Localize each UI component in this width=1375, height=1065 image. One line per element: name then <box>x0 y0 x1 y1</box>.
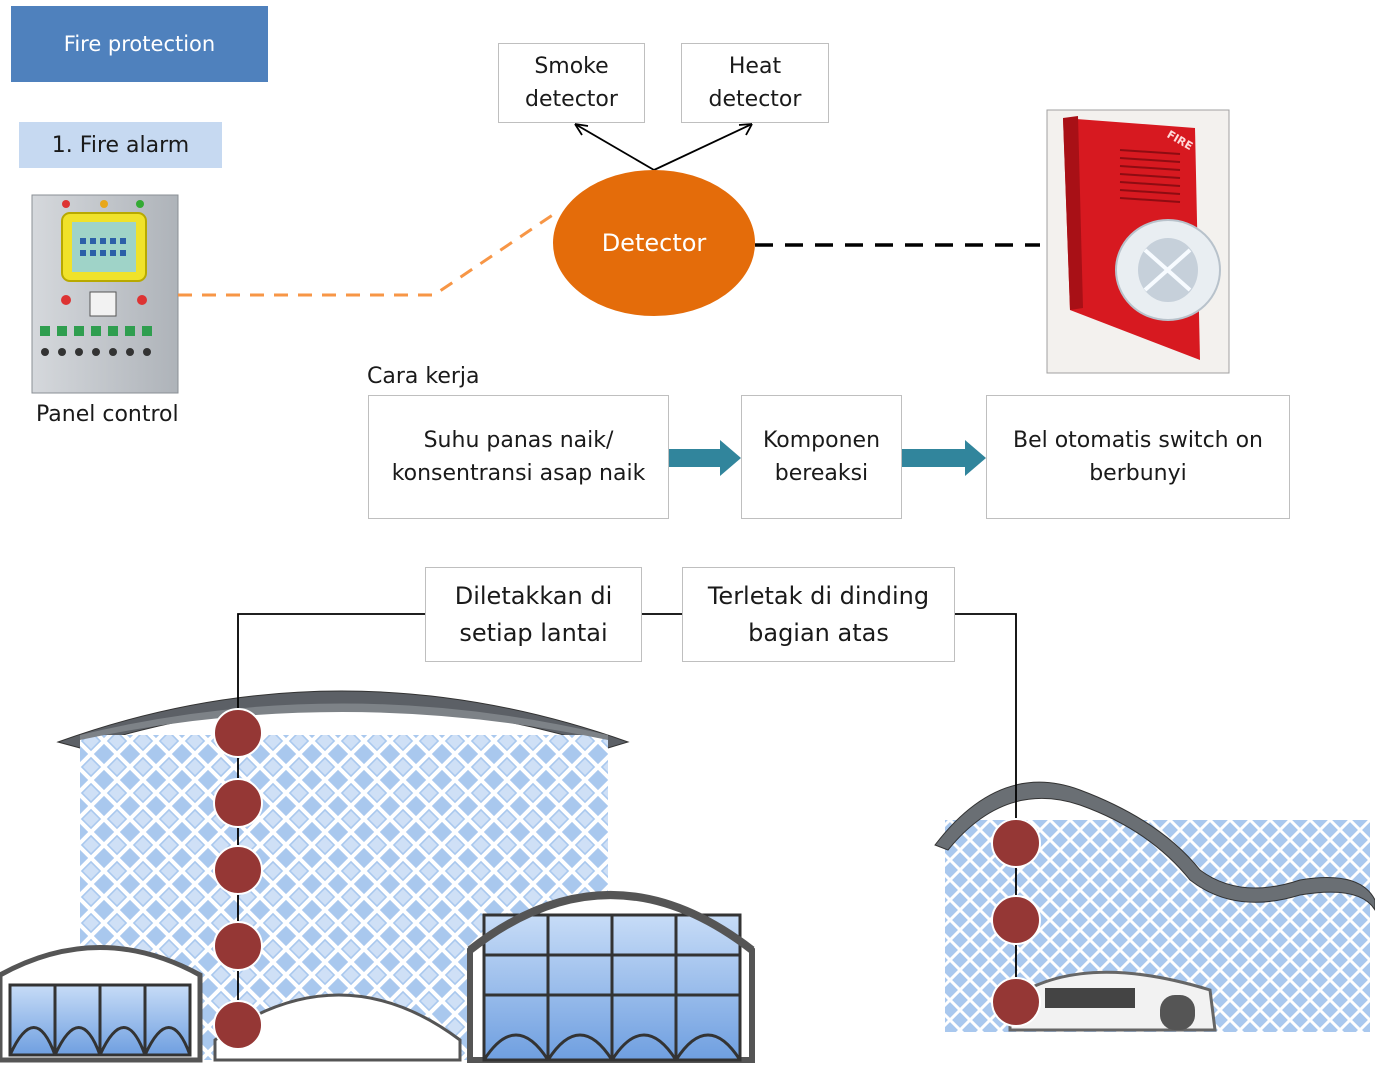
alarm-marker <box>991 818 1041 868</box>
main-building-elevation <box>0 690 755 1063</box>
panel-control-image <box>31 194 179 394</box>
alarm-marker <box>213 1000 263 1050</box>
process-step-2: Komponen bereaksi <box>741 395 902 519</box>
alarm-marker <box>991 977 1041 1027</box>
section-title: 1. Fire alarm <box>19 122 222 168</box>
process-step-label: Komponen bereaksi <box>762 428 881 486</box>
detector-node: Detector <box>553 170 755 316</box>
process-heading: Cara kerja <box>367 364 480 389</box>
process-step-label: Suhu panas naik/ konsentransi asap naik <box>391 428 646 486</box>
placement-note-floor: Diletakkan di setiap lantai <box>425 567 642 662</box>
panel-caption: Panel control <box>36 402 179 427</box>
process-step-label: Bel otomatis switch on berbunyi <box>1012 428 1263 486</box>
detector-label: Detector <box>601 229 707 257</box>
alarm-marker <box>213 778 263 828</box>
alarm-markers <box>213 708 1041 1050</box>
alarm-marker <box>213 845 263 895</box>
smoke-detector-box: Smoke detector <box>498 43 645 123</box>
placement-note-wall: Terletak di dinding bagian atas <box>682 567 955 662</box>
heat-detector-label: Heat detector <box>708 54 802 112</box>
smoke-detector-label: Smoke detector <box>525 54 618 112</box>
process-arrows <box>669 440 986 476</box>
panel-link-line <box>178 208 561 297</box>
detector-branch-arrows <box>574 123 753 171</box>
alarm-marker <box>213 921 263 971</box>
heat-detector-box: Heat detector <box>681 43 829 123</box>
process-step-3: Bel otomatis switch on berbunyi <box>986 395 1290 519</box>
process-step-1: Suhu panas naik/ konsentransi asap naik <box>368 395 669 519</box>
alarm-marker <box>991 895 1041 945</box>
placement-note-label: Diletakkan di setiap lantai <box>454 581 613 647</box>
alarm-marker <box>213 708 263 758</box>
placement-note-label: Terletak di dinding bagian atas <box>707 581 930 647</box>
fire-alarm-image <box>1046 109 1230 374</box>
page-title: Fire protection <box>11 6 268 82</box>
